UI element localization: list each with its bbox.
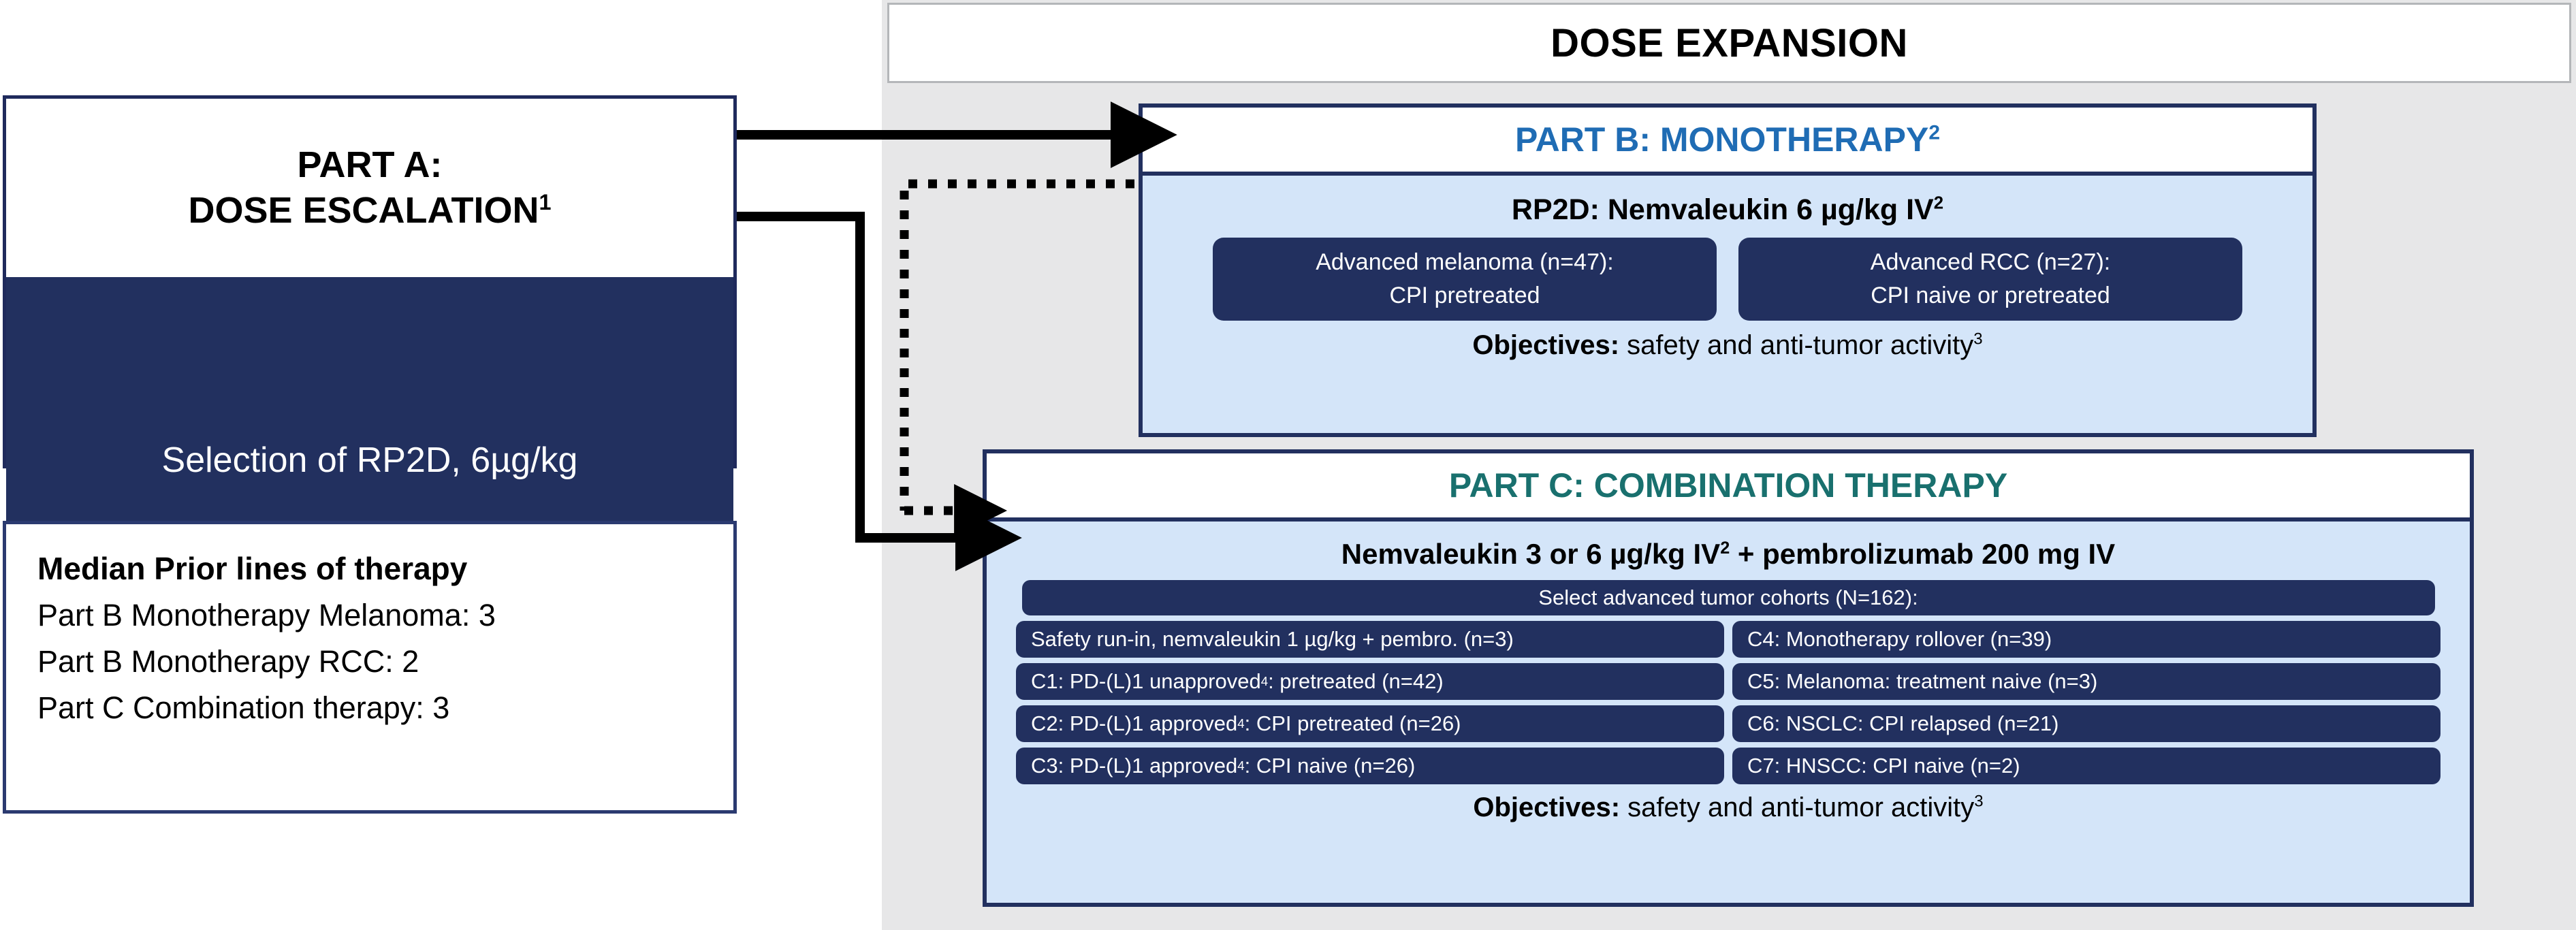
part-b-footnote-marker: 2 — [1928, 121, 1941, 144]
cohort-line-2: CPI pretreated — [1389, 283, 1540, 308]
part-c-cohort-chip-c6[interactable]: C6: NSCLC: CPI relapsed (n=21) — [1732, 705, 2440, 742]
part-c-objectives: Objectives: safety and anti-tumor activi… — [1473, 792, 1983, 823]
part-a-box: PART A: DOSE ESCALATION1 Selection of RP… — [3, 95, 737, 643]
part-b-cohort-card-melanoma[interactable]: Advanced melanoma (n=47): CPI pretreated — [1213, 238, 1717, 321]
chip-text-pre: C5: Melanoma: treatment naive (n=3) — [1747, 669, 2098, 693]
part-c-cohort-chip-c4[interactable]: C4: Monotherapy rollover (n=39) — [1732, 621, 2440, 658]
part-b-objectives: Objectives: safety and anti-tumor activi… — [1472, 330, 1982, 361]
chip-text-post: : CPI naive (n=26) — [1244, 754, 1416, 777]
dose-expansion-title: DOSE EXPANSION — [1551, 20, 1908, 65]
part-c-body: Nemvaleukin 3 or 6 µg/kg IV2 + pembroliz… — [987, 522, 2470, 830]
part-a-footnote-marker: 1 — [539, 190, 552, 214]
cohort-line-1: Advanced RCC (n=27): — [1870, 248, 2111, 275]
part-c-objectives-text: safety and anti-tumor activity — [1620, 792, 1975, 822]
median-prior-line-item: Part B Monotherapy RCC: 2 — [37, 644, 419, 679]
dose-expansion-header: DOSE EXPANSION — [887, 3, 2571, 83]
part-c-cohort-chip-c7[interactable]: C7: HNSCC: CPI naive (n=2) — [1732, 748, 2440, 784]
median-prior-lines-heading: Median Prior lines of therapy — [37, 551, 468, 586]
chip-text-pre: C2: PD-(L)1 approved — [1031, 711, 1238, 735]
part-c-header: PART C: COMBINATION THERAPY — [987, 453, 2470, 522]
part-a-title: PART A: DOSE ESCALATION1 — [6, 99, 733, 277]
part-b-cohort-card-rcc[interactable]: Advanced RCC (n=27): CPI naive or pretre… — [1738, 238, 2242, 321]
part-c-box: PART C: COMBINATION THERAPY Nemvaleukin … — [983, 449, 2474, 907]
chip-text-pre: Safety run-in, nemvaleukin 1 µg/kg + pem… — [1031, 627, 1514, 651]
part-a-rp2d-text: Selection of RP2D, 6µg/kg — [161, 440, 578, 480]
part-c-cohort-header-text: Select advanced tumor cohorts (N=162): — [1538, 586, 1918, 609]
part-b-header: PART B: MONOTHERAPY2 — [1143, 108, 2312, 176]
part-c-cohort-header-bar: Select advanced tumor cohorts (N=162): — [1021, 580, 2435, 615]
part-b-box: PART B: MONOTHERAPY2 RP2D: Nemvaleukin 6… — [1139, 103, 2317, 437]
part-c-title: PART C: COMBINATION THERAPY — [1448, 466, 2008, 504]
chip-text-pre: C4: Monotherapy rollover (n=39) — [1747, 627, 2052, 651]
part-a-title-line1: PART A: — [297, 144, 443, 185]
median-prior-line-item: Part B Monotherapy Melanoma: 3 — [37, 598, 496, 632]
part-b-objectives-label: Objectives: — [1472, 330, 1620, 360]
chip-text-post: : pretreated (n=42) — [1268, 669, 1444, 693]
part-c-cohort-chip-c5[interactable]: C5: Melanoma: treatment naive (n=3) — [1732, 663, 2440, 700]
part-b-objectives-footnote-marker: 3 — [1973, 330, 1983, 349]
chip-text-pre: C7: HNSCC: CPI naive (n=2) — [1747, 754, 2020, 777]
chip-text-post: : CPI pretreated (n=26) — [1244, 711, 1461, 735]
part-a-title-line2: DOSE ESCALATION1 — [188, 188, 551, 234]
part-a-title-line2-text: DOSE ESCALATION — [188, 190, 539, 231]
median-prior-lines-box: Median Prior lines of therapy Part B Mon… — [3, 521, 737, 814]
chip-text-pre: C3: PD-(L)1 approved — [1031, 754, 1238, 777]
chip-text-pre: C1: PD-(L)1 unapproved — [1031, 669, 1261, 693]
part-b-title-text: PART B: MONOTHERAPY — [1514, 121, 1929, 159]
part-c-cohort-chip-safety-run-in[interactable]: Safety run-in, nemvaleukin 1 µg/kg + pem… — [1016, 621, 1724, 658]
part-c-cohort-grid: Safety run-in, nemvaleukin 1 µg/kg + pem… — [1016, 621, 2440, 784]
part-c-regimen-post: + pembrolizumab 200 mg IV — [1730, 538, 2116, 570]
part-b-objectives-text: safety and anti-tumor activity — [1619, 330, 1974, 360]
part-c-regimen-pre: Nemvaleukin 3 or 6 µg/kg IV — [1341, 538, 1721, 570]
cohort-line-2: CPI naive or pretreated — [1871, 283, 2110, 308]
part-b-cohort-list: Advanced melanoma (n=47): CPI pretreated… — [1160, 238, 2295, 321]
part-b-title: PART B: MONOTHERAPY2 — [1515, 120, 1940, 159]
median-prior-line-item: Part C Combination therapy: 3 — [37, 690, 450, 725]
part-c-objectives-footnote-marker: 3 — [1974, 792, 1984, 811]
part-b-body: RP2D: Nemvaleukin 6 µg/kg IV2 Advanced m… — [1143, 176, 2312, 369]
part-c-objectives-label: Objectives: — [1473, 792, 1621, 822]
part-b-rp2d-footnote-marker: 2 — [1933, 193, 1944, 213]
part-b-rp2d-text: RP2D: Nemvaleukin 6 µg/kg IV2 — [1512, 193, 1943, 227]
cohort-line-1: Advanced melanoma (n=47): — [1316, 248, 1614, 275]
chip-text-pre: C6: NSCLC: CPI relapsed (n=21) — [1747, 711, 2059, 735]
part-b-rp2d-label: RP2D: Nemvaleukin 6 µg/kg IV — [1511, 193, 1934, 226]
part-c-regimen-footnote-marker: 2 — [1720, 539, 1730, 558]
part-c-regimen-text: Nemvaleukin 3 or 6 µg/kg IV2 + pembroliz… — [1341, 538, 2115, 571]
